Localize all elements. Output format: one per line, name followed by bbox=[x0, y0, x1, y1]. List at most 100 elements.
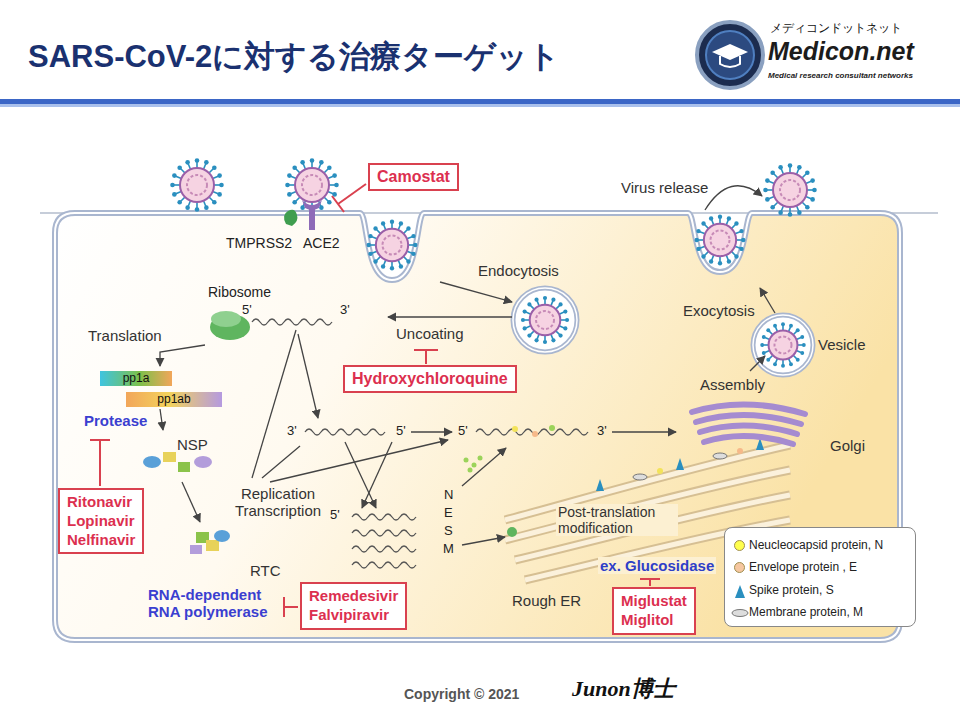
virus-spike-head bbox=[762, 351, 766, 355]
rna-strand bbox=[476, 429, 588, 435]
virus-envelope bbox=[773, 173, 807, 207]
virus-spike-head bbox=[287, 192, 292, 197]
spike-sample bbox=[735, 585, 745, 598]
receptor-proteins bbox=[284, 200, 322, 230]
virus-spike-head bbox=[765, 178, 770, 183]
flow-arrows bbox=[160, 186, 775, 545]
virus-spike-head bbox=[762, 335, 766, 339]
virus-spike-head bbox=[766, 328, 770, 332]
er-proteins bbox=[507, 527, 517, 537]
virus-spike-head bbox=[739, 247, 743, 251]
rtc-complex bbox=[206, 540, 219, 551]
flow-arrows bbox=[440, 282, 512, 302]
logo-emblem bbox=[720, 56, 740, 67]
diagram-label: Assembly bbox=[700, 376, 765, 393]
rna-proteins bbox=[532, 431, 538, 437]
drug-name: Miglustat Miglitol bbox=[621, 592, 687, 630]
receptor-proteins bbox=[302, 200, 322, 210]
virus-genome bbox=[780, 180, 800, 200]
virus-spike-head bbox=[788, 212, 793, 217]
diagram-label: 5' bbox=[330, 508, 340, 523]
virus-spike-head bbox=[770, 205, 775, 210]
logo-emblem bbox=[697, 22, 763, 88]
diagram-label: Translation bbox=[88, 327, 162, 344]
virus-spike-head bbox=[718, 215, 722, 219]
virus-spike-head bbox=[212, 200, 217, 205]
inhibitor-lines bbox=[283, 597, 285, 617]
virus-spike-head bbox=[332, 173, 337, 178]
virus-spike-head bbox=[766, 358, 770, 362]
rna-strand bbox=[352, 562, 416, 568]
golgi bbox=[704, 436, 793, 444]
virus-particle bbox=[367, 220, 418, 271]
virus-spike-head bbox=[778, 165, 783, 170]
diagram-label: M bbox=[443, 542, 454, 557]
drug-name: Remedesivir Falvipiravir bbox=[309, 587, 398, 625]
diagram-label: 3' bbox=[597, 424, 607, 439]
inhibitor-lines bbox=[332, 196, 344, 212]
receptor-proteins bbox=[289, 213, 293, 223]
virus-spike-head bbox=[406, 226, 410, 230]
drug-box: Miglustat Miglitol bbox=[612, 587, 696, 635]
virus-spike-head bbox=[800, 351, 804, 355]
inhibitor-lines bbox=[425, 350, 427, 364]
flow-arrows bbox=[362, 442, 392, 508]
virus-particle bbox=[763, 163, 817, 217]
rna-proteins bbox=[478, 456, 483, 461]
rna-proteins bbox=[468, 468, 473, 473]
drug-box: Ritonavir Lopinavir Nelfinavir bbox=[58, 488, 144, 554]
virus-envelope bbox=[704, 224, 736, 256]
rna-proteins bbox=[472, 463, 477, 468]
virus-particle bbox=[521, 296, 569, 344]
legend-text: Membrane protein, M bbox=[749, 605, 863, 619]
endosome bbox=[513, 288, 577, 352]
virus-spike-head bbox=[701, 221, 705, 225]
virus-spike-head bbox=[527, 302, 531, 306]
virus-spike-head bbox=[741, 238, 745, 242]
bar-label: pp1a bbox=[123, 371, 150, 386]
inhibitor-lines bbox=[284, 606, 298, 608]
virus-spike-head bbox=[773, 362, 777, 366]
virus-spike-head bbox=[300, 205, 305, 210]
flow-arrows bbox=[298, 334, 318, 418]
diagram-label: E bbox=[444, 506, 453, 521]
golgi bbox=[700, 425, 797, 434]
membrane-sample bbox=[732, 610, 748, 617]
virus-spike-head bbox=[399, 264, 403, 268]
virus-spike-head bbox=[413, 243, 417, 247]
virus-spike-head bbox=[411, 234, 415, 238]
drug-box: Remedesivir Falvipiravir bbox=[300, 582, 407, 630]
rna-proteins bbox=[549, 425, 555, 431]
rtc-lines bbox=[262, 446, 300, 478]
virus-spike-head bbox=[802, 343, 806, 347]
inhibitor-lines bbox=[649, 579, 651, 586]
virus-spike-head bbox=[217, 192, 222, 197]
virus-spike-head bbox=[527, 334, 531, 338]
diagram-label: Copyright © 2021 bbox=[404, 686, 519, 702]
virus-spike-head bbox=[781, 364, 785, 368]
er-proteins bbox=[737, 448, 743, 454]
virus-spike-head bbox=[300, 160, 305, 165]
rna-strand bbox=[252, 319, 332, 325]
diagram-label: 5' bbox=[396, 424, 406, 439]
inhibitor-lines bbox=[338, 184, 366, 204]
receptor-proteins bbox=[284, 210, 298, 226]
flow-arrows bbox=[270, 440, 448, 482]
flow-arrows bbox=[160, 409, 163, 430]
drug-name: Ritonavir Lopinavir Nelfinavir bbox=[67, 493, 135, 549]
polyprotein-bar: pp1ab bbox=[126, 392, 222, 407]
virus-spike-head bbox=[523, 326, 527, 330]
diagram-label: Protease bbox=[84, 412, 147, 429]
virus-genome bbox=[711, 231, 730, 250]
virus-spike-head bbox=[195, 158, 200, 163]
vesicle bbox=[753, 315, 813, 375]
virus-spike-head bbox=[204, 205, 209, 210]
virus-spike-head bbox=[185, 205, 190, 210]
legend-text: Neucleocapsid protein, N bbox=[749, 538, 883, 552]
virus-envelope bbox=[180, 168, 214, 202]
er-proteins bbox=[596, 479, 604, 491]
polyprotein-bar: pp1a bbox=[100, 371, 172, 386]
flow-arrows bbox=[411, 431, 452, 432]
diagram-label: Uncoating bbox=[396, 325, 464, 342]
nsp-proteins bbox=[194, 456, 212, 468]
